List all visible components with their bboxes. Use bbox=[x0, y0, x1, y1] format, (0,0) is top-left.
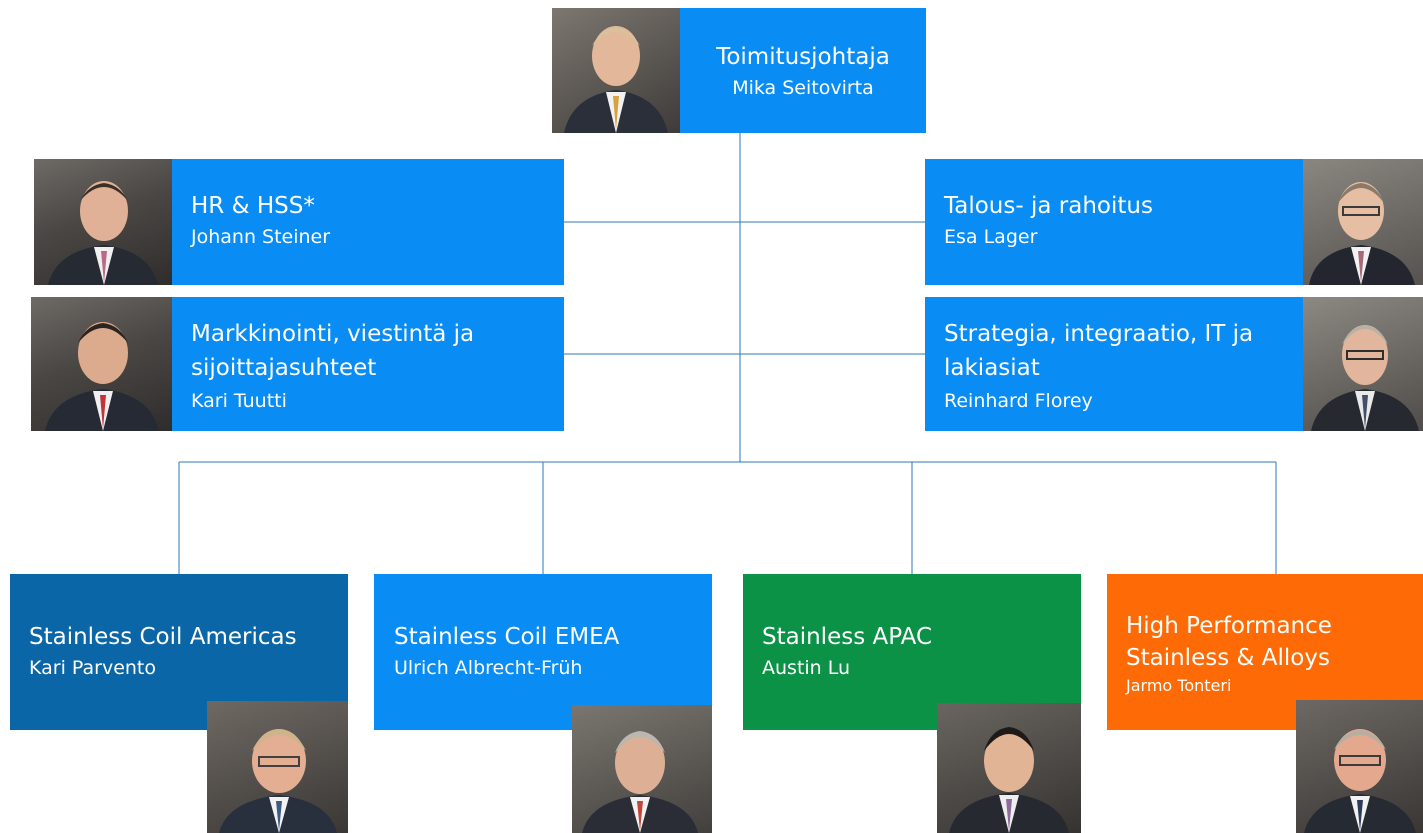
division-name-apac: Austin Lu bbox=[762, 657, 851, 679]
ceo-box: Toimitusjohtaja Mika Seitovirta bbox=[680, 8, 926, 133]
division-photo-americas bbox=[207, 701, 348, 833]
staff-title-marketing: Markkinointi, viestintä ja sijoittajasuh… bbox=[191, 321, 475, 381]
staff-photo-marketing bbox=[31, 297, 172, 431]
staff-box-finance: Talous- ja rahoitus Esa Lager bbox=[925, 159, 1303, 285]
staff-box-marketing: Markkinointi, viestintä ja sijoittajasuh… bbox=[172, 297, 564, 431]
division-title-apac: Stainless APAC bbox=[762, 624, 933, 650]
staff-title-finance: Talous- ja rahoitus bbox=[944, 193, 1153, 219]
staff-photo-strategy bbox=[1303, 297, 1423, 431]
division-photo-emea bbox=[572, 705, 712, 833]
division-photo-apac bbox=[937, 703, 1081, 833]
division-photo-hpsa bbox=[1296, 700, 1423, 833]
staff-box-hr: HR & HSS* Johann Steiner bbox=[172, 159, 564, 285]
staff-photo-finance bbox=[1303, 159, 1423, 285]
division-box-americas: Stainless Coil Americas Kari Parvento bbox=[10, 574, 348, 730]
staff-title-strategy: Strategia, integraatio, IT ja lakiasiat bbox=[944, 321, 1254, 381]
division-title-hpsa: High Performance Stainless & Alloys bbox=[1126, 613, 1332, 671]
division-box-apac: Stainless APAC Austin Lu bbox=[743, 574, 1081, 730]
staff-name-finance: Esa Lager bbox=[944, 226, 1038, 248]
division-title-americas: Stainless Coil Americas bbox=[29, 624, 297, 650]
division-box-emea: Stainless Coil EMEA Ulrich Albrecht-Früh bbox=[374, 574, 712, 730]
division-title-emea: Stainless Coil EMEA bbox=[394, 624, 620, 650]
ceo-photo bbox=[552, 8, 680, 133]
staff-name-marketing: Kari Tuutti bbox=[191, 390, 287, 412]
staff-name-hr: Johann Steiner bbox=[191, 226, 331, 248]
staff-box-strategy: Strategia, integraatio, IT ja lakiasiat … bbox=[925, 297, 1303, 431]
staff-photo-hr bbox=[34, 159, 172, 285]
division-name-emea: Ulrich Albrecht-Früh bbox=[394, 657, 583, 679]
ceo-name: Mika Seitovirta bbox=[732, 77, 874, 99]
ceo-title: Toimitusjohtaja bbox=[716, 44, 890, 70]
staff-name-strategy: Reinhard Florey bbox=[944, 390, 1093, 412]
staff-title-hr: HR & HSS* bbox=[191, 193, 315, 219]
division-name-americas: Kari Parvento bbox=[29, 657, 157, 679]
division-name-hpsa: Jarmo Tonteri bbox=[1126, 676, 1232, 695]
